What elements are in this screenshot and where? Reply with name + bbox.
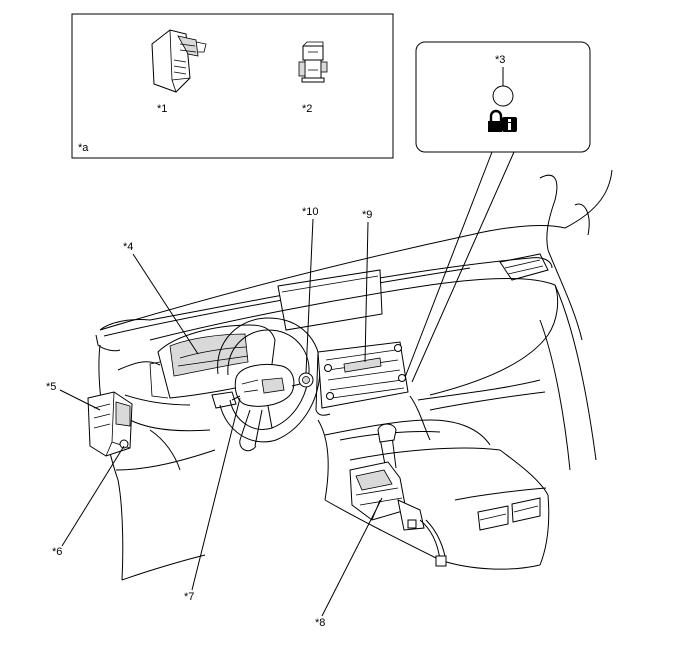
callout-6: *6: [52, 546, 62, 558]
callout-1: *1: [157, 103, 167, 115]
callout-4: *4: [123, 241, 133, 253]
component-1-illustration: [151, 29, 207, 93]
callout-5: *5: [46, 381, 56, 393]
callout-9: *9: [362, 209, 372, 221]
shift-lever-assembly: [349, 461, 447, 567]
callout-2: *2: [302, 103, 312, 115]
legend-box: *1 *2 *a: [71, 13, 394, 159]
vehicle-interior-illustration: [87, 169, 613, 581]
circle-icon: [492, 85, 514, 107]
callout-3: *3: [495, 54, 505, 66]
center-panel: [315, 341, 409, 416]
detail-box: *3: [403, 41, 591, 383]
callout-10: *10: [302, 206, 319, 218]
padlock-info-icon: [488, 109, 517, 132]
callout-7: *7: [184, 591, 194, 603]
engine-switch: [298, 372, 314, 388]
main-body-ecu: [87, 391, 133, 457]
callouts: *4 *5 *6 *7 *8 *9 *10: [46, 206, 383, 629]
callout-a: *a: [78, 142, 89, 154]
component-2-illustration: [298, 41, 328, 83]
callout-8: *8: [315, 617, 325, 629]
